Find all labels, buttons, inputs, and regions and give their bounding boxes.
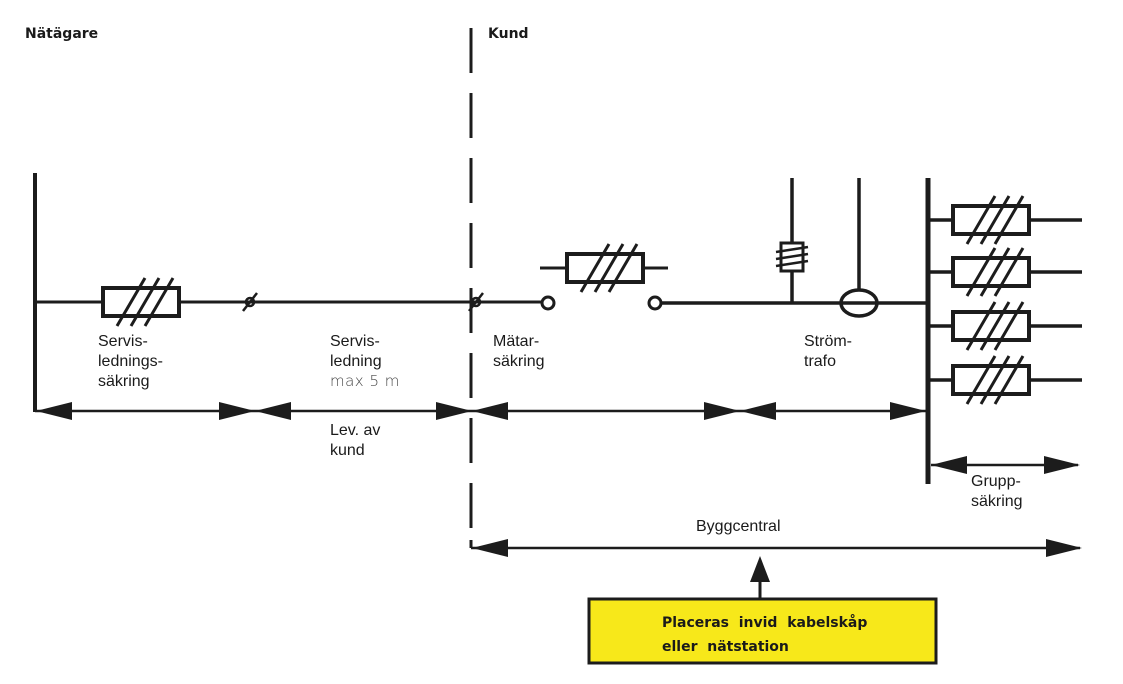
zone-label-customer: Kund [488, 26, 529, 42]
service-fuse-label-line-1: Servis- [98, 333, 148, 350]
meter-fuse-label-line-2: säkring [493, 353, 545, 370]
current-transformer-label-line-1: Ström- [804, 333, 852, 350]
service-line-label-line-1: Servis- [330, 333, 380, 350]
service-fuse-symbol [101, 276, 181, 328]
cable-joint-symbol-2 [468, 292, 484, 312]
service-fuse-label-line-3: säkring [98, 373, 150, 390]
customer-supplied-label-line-1: Lev. av [330, 422, 380, 439]
current-transformer-label-line-2: trafo [804, 353, 836, 370]
callout-pointer-arrow [750, 556, 770, 600]
group-fuse-symbol [928, 246, 1082, 298]
group-fuse-symbol [928, 194, 1082, 246]
coil-element-symbol [775, 178, 809, 303]
customer-supplied-label-line-2: kund [330, 442, 365, 459]
dimension-line-construction-panel [469, 539, 1082, 557]
callout-text-line-1: Placeras invid kabelskåp [662, 614, 867, 631]
group-fuse-symbol [928, 300, 1082, 352]
cable-joint-symbol-1 [242, 292, 258, 312]
group-fuse-label-line-2: säkring [971, 493, 1023, 510]
service-line-max-length-note: max 5 m [330, 372, 400, 390]
construction-panel-label: Byggcentral [696, 518, 781, 535]
group-fuse-symbol [928, 354, 1082, 406]
zone-label-grid-owner: Nätägare [25, 26, 98, 42]
callout-text-line-2: eller nätstation [662, 639, 789, 655]
dimension-line-group-fuse [931, 456, 1080, 474]
group-fuses [928, 194, 1082, 406]
callout-box [587, 597, 938, 665]
meter-fuse-symbol [540, 242, 668, 311]
dimension-line-top [35, 402, 928, 420]
group-fuse-label-line-1: Grupp- [971, 473, 1021, 490]
service-line-label-line-2: ledning [330, 353, 382, 370]
service-fuse-label-line-2: lednings- [98, 353, 163, 370]
current-transformer-symbol [839, 178, 879, 318]
meter-fuse-label-line-1: Mätar- [493, 333, 539, 350]
